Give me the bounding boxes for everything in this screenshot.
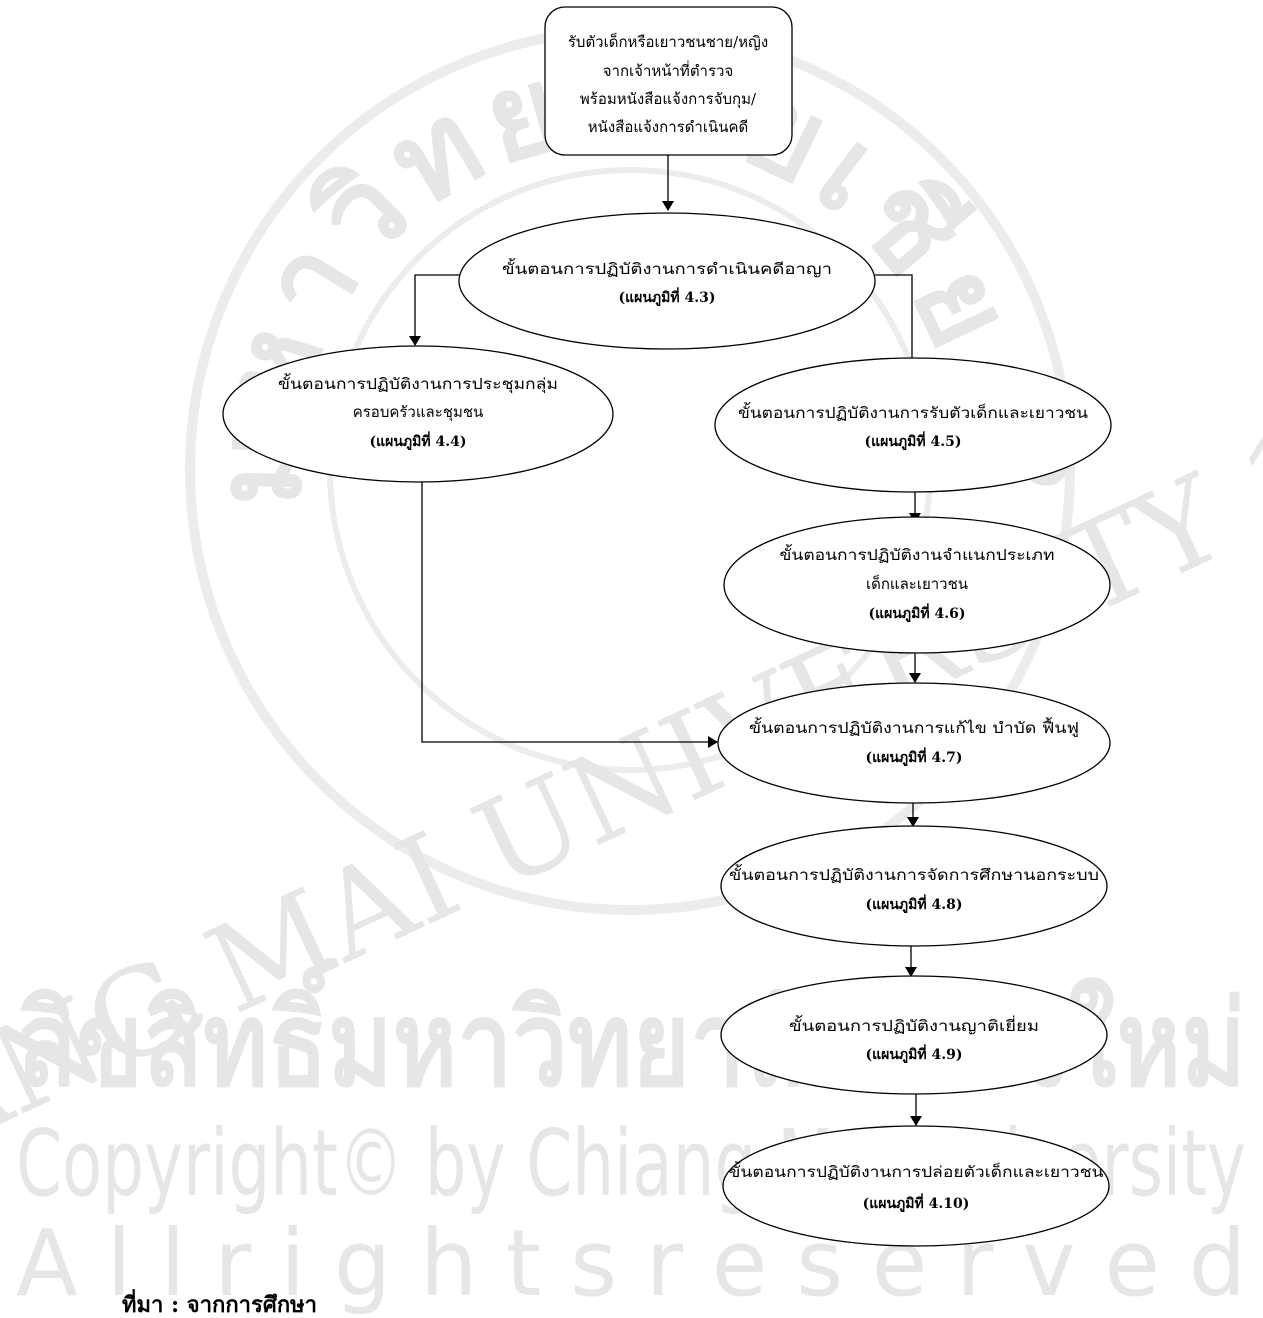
- node-4-4-line-2: ครอบครัวและชุมชน: [353, 403, 484, 422]
- node-start-line-4: หนังสือแจ้งการดำเนินคดี: [588, 118, 749, 136]
- node-4-6-ellipse: [723, 516, 1111, 654]
- node-4-7-line-1: ขั้นตอนการปฏิบัติงานการแก้ไข บำบัด ฟื้นฟ…: [749, 717, 1079, 737]
- node-4-8-ellipse: [720, 825, 1108, 947]
- node-start-line-1: รับตัวเด็กหรือเยาวชนชาย/หญิง: [568, 32, 768, 51]
- source-note: ที่มา : จากการศึกษา: [122, 1292, 317, 1318]
- node-4-3: ขั้นตอนการปฏิบัติงานการดำเนินคดีอาญา (แผ…: [458, 212, 876, 350]
- node-4-7: ขั้นตอนการปฏิบัติงานการแก้ไข บำบัด ฟื้นฟ…: [717, 682, 1111, 804]
- edge-n43-to-n45: [875, 274, 918, 368]
- node-4-10-line-2: (แผนภูมิที่ 4.10): [863, 1193, 970, 1212]
- node-4-3-line-1: ขั้นตอนการปฏิบัติงานการดำเนินคดีอาญา: [502, 258, 832, 278]
- node-4-10: ขั้นตอนการปฏิบัติงานการปล่อยตัวเด็กและเย…: [722, 1125, 1110, 1247]
- node-4-10-ellipse: [722, 1125, 1110, 1247]
- node-4-7-ellipse: [717, 682, 1111, 804]
- node-start-box: [544, 6, 793, 156]
- node-4-9-ellipse: [720, 975, 1108, 1095]
- node-4-6: ขั้นตอนการปฏิบัติงานจำแนกประเภท เด็กและเ…: [723, 516, 1111, 654]
- node-4-5-ellipse: [714, 357, 1112, 493]
- node-4-10-line-1: ขั้นตอนการปฏิบัติงานการปล่อยตัวเด็กและเย…: [729, 1161, 1104, 1181]
- node-4-5: ขั้นตอนการปฏิบัติงานการรับตัวเด็กและเยาว…: [714, 357, 1112, 493]
- node-4-5-line-1: ขั้นตอนการปฏิบัติงานการรับตัวเด็กและเยาว…: [738, 402, 1088, 422]
- node-4-9-line-1: ขั้นตอนการปฏิบัติงานญาติเยี่ยม: [789, 1015, 1039, 1035]
- node-start-line-3: พร้อมหนังสือแจ้งการจับกุม/: [580, 90, 757, 109]
- node-4-5-line-2: (แผนภูมิที่ 4.5): [865, 431, 962, 450]
- node-4-7-line-2: (แผนภูมิที่ 4.7): [866, 747, 963, 766]
- node-4-8: ขั้นตอนการปฏิบัติงานการจัดการศึกษานอกระบ…: [720, 825, 1108, 947]
- node-4-6-line-3: (แผนภูมิที่ 4.6): [869, 603, 966, 622]
- nodes: รับตัวเด็กหรือเยาวชนชาย/หญิง จากเจ้าหน้า…: [222, 6, 1112, 1247]
- node-4-8-line-1: ขั้นตอนการปฏิบัติงานการจัดการศึกษานอกระบ…: [729, 864, 1099, 884]
- node-4-9: ขั้นตอนการปฏิบัติงานญาติเยี่ยม (แผนภูมิท…: [720, 975, 1108, 1095]
- node-4-6-line-1: ขั้นตอนการปฏิบัติงานจำแนกประเภท: [780, 544, 1055, 564]
- node-4-8-line-2: (แผนภูมิที่ 4.8): [866, 894, 963, 913]
- edge-n44-to-n47: [421, 472, 718, 748]
- node-4-3-line-2: (แผนภูมิที่ 4.3): [619, 287, 716, 306]
- node-4-3-ellipse: [458, 212, 876, 350]
- node-4-4-line-1: ขั้นตอนการปฏิบัติงานการประชุมกลุ่ม: [278, 373, 558, 394]
- node-start: รับตัวเด็กหรือเยาวชนชาย/หญิง จากเจ้าหน้า…: [544, 6, 793, 156]
- edge-n43-to-n44: [409, 274, 460, 346]
- node-4-4-line-3: (แผนภูมิที่ 4.4): [370, 431, 467, 450]
- node-4-4: ขั้นตอนการปฏิบัติงานการประชุมกลุ่ม ครอบค…: [222, 345, 614, 483]
- node-4-9-line-2: (แผนภูมิที่ 4.9): [866, 1044, 963, 1063]
- node-4-4-ellipse: [222, 345, 614, 483]
- node-start-line-2: จากเจ้าหน้าที่ตำรวจ: [603, 60, 734, 80]
- node-4-6-line-2: เด็กและเยาวชน: [866, 574, 968, 593]
